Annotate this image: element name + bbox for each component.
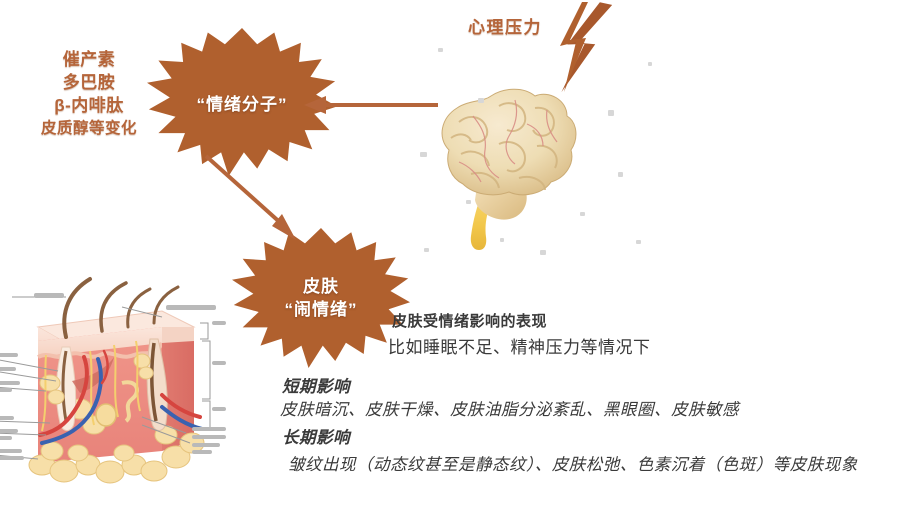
sparkle-fleck: [636, 240, 641, 244]
long-term-title: 长期影响: [282, 429, 350, 447]
sparkle-fleck: [438, 48, 443, 52]
copy-subheading: 比如睡眠不足、精神压力等情况下: [388, 338, 651, 357]
hormone-item-2: 多巴胺: [62, 73, 116, 92]
sparkle-fleck: [618, 172, 623, 177]
hormone-item-3: β-内啡肽: [54, 96, 124, 115]
arrow-left-brain-to-emotion-molecule: [304, 96, 438, 114]
sparkle-fleck: [580, 212, 585, 216]
arrow-diagonal-emotion-molecule-to-skin: [204, 154, 296, 240]
sparkle-fleck: [478, 98, 484, 103]
sparkle-fleck: [466, 200, 471, 204]
burst-skin-mood-line2: “闹情绪”: [284, 300, 358, 319]
hormone-change-list: 催产素 多巴胺 β-内啡肽 皮质醇等变化: [14, 48, 164, 140]
short-term-title: 短期影响: [282, 378, 350, 396]
hormone-item-1: 催产素: [62, 50, 116, 69]
copy-heading: 皮肤受情绪影响的表现: [392, 313, 548, 330]
burst-skin-mood: 皮肤 “闹情绪”: [232, 228, 410, 368]
burst-emotion-molecule-label: “情绪分子”: [196, 94, 288, 114]
stress-label: 心理压力: [468, 18, 542, 37]
sparkle-fleck: [500, 238, 504, 242]
sparkle-fleck: [608, 110, 614, 116]
long-term-body: 皱纹出现（动态纹甚至是静态纹）、皮肤松弛、色素沉着（色斑）等皮肤现象: [288, 456, 858, 474]
sparkle-fleck: [540, 250, 546, 255]
sparkle-fleck: [420, 152, 427, 157]
sparkle-fleck: [648, 62, 652, 66]
sparkle-fleck: [424, 248, 429, 252]
burst-skin-mood-label: 皮肤 “闹情绪”: [285, 275, 358, 321]
skin-cross-section-diagram: [0, 277, 226, 484]
brain-illustration: [441, 88, 577, 250]
short-term-body: 皮肤暗沉、皮肤干燥、皮肤油脂分泌紊乱、黑眼圈、皮肤敏感: [280, 401, 739, 419]
hormone-item-4: 皮质醇等变化: [40, 120, 137, 137]
burst-skin-mood-line1: 皮肤: [303, 277, 339, 296]
lightning-bolt-icon: [560, 2, 612, 93]
